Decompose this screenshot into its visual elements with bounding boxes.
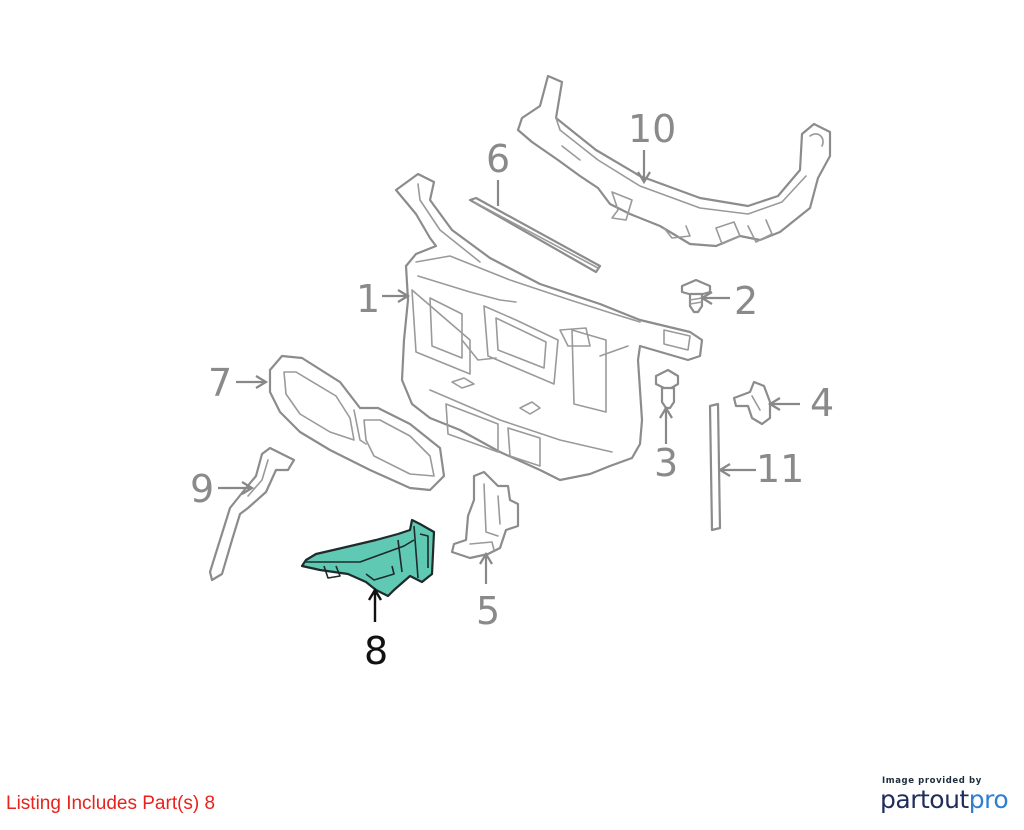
part-11-side-strip xyxy=(708,402,722,532)
brand-caption: Image provided by xyxy=(882,776,982,786)
callout-8: 8 xyxy=(364,629,388,673)
part-9-bracket-arm xyxy=(208,446,296,582)
callout-3: 3 xyxy=(654,441,678,485)
part-6-seal-strip xyxy=(468,196,602,274)
part-8-highlighted-duct xyxy=(300,518,436,598)
part-5-side-bracket xyxy=(450,470,520,560)
part-10-crossmember xyxy=(516,74,832,248)
callout-1: 1 xyxy=(356,277,380,321)
callout-9: 9 xyxy=(190,467,214,511)
callout-5: 5 xyxy=(476,589,500,633)
callout-4: 4 xyxy=(810,381,834,425)
part-3-bolt xyxy=(654,368,680,410)
brand-part2: pro xyxy=(968,785,1009,814)
part-1-front-carrier xyxy=(394,172,704,482)
brand-wordmark: partoutpro xyxy=(880,785,1009,814)
part-7-air-duct xyxy=(268,354,446,492)
callout-11: 11 xyxy=(756,447,804,491)
partoutpro-logo: Image provided by partoutpro xyxy=(880,776,1009,814)
callout-10: 10 xyxy=(628,107,676,151)
callout-2: 2 xyxy=(734,279,758,323)
callout-7: 7 xyxy=(208,361,232,405)
callout-labels: 10 6 1 2 7 4 3 11 9 5 8 xyxy=(190,107,834,673)
brand-part1: partout xyxy=(880,785,969,814)
listing-includes-text: Listing Includes Part(s) 8 xyxy=(6,793,216,814)
part-4-bracket xyxy=(732,380,772,426)
leader-lines xyxy=(218,150,800,622)
callout-6: 6 xyxy=(486,137,510,181)
